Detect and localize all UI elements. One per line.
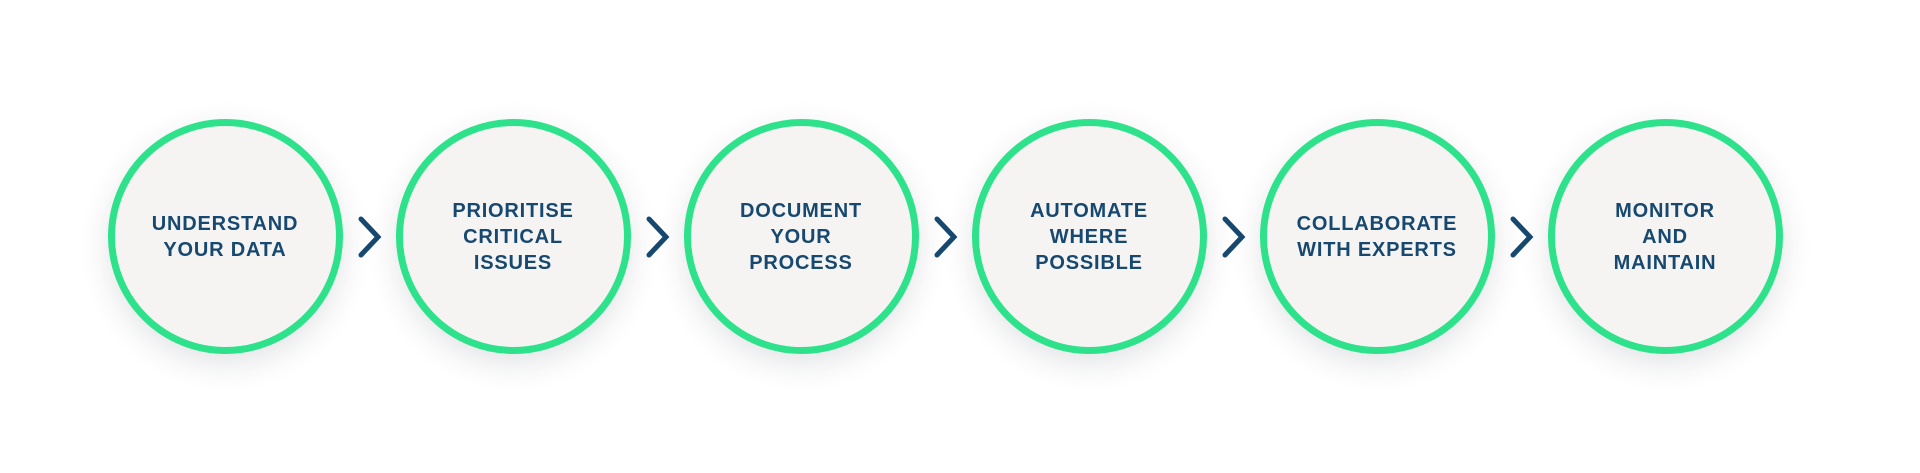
chevron-right-icon [343, 214, 396, 260]
process-step-label: DOCUMENT YOUR PROCESS [740, 199, 862, 274]
process-step-3: DOCUMENT YOUR PROCESS [683, 119, 919, 354]
chevron-right-icon [1207, 214, 1260, 260]
chevron-right-icon [1495, 214, 1548, 260]
process-flow-row: UNDERSTAND YOUR DATA PRIORITISE CRITICAL… [107, 119, 1783, 354]
process-step-label: AUTOMATE WHERE POSSIBLE [1030, 199, 1148, 274]
process-step-1: UNDERSTAND YOUR DATA [107, 119, 343, 354]
process-step-label: COLLABORATE WITH EXPERTS [1296, 212, 1458, 261]
process-step-6: MONITOR AND MAINTAIN [1547, 119, 1783, 354]
chevron-right-icon [919, 214, 972, 260]
process-step-label: PRIORITISE CRITICAL ISSUES [452, 199, 574, 274]
process-step-5: COLLABORATE WITH EXPERTS [1259, 119, 1495, 354]
process-step-label: MONITOR AND MAINTAIN [1613, 199, 1717, 274]
process-step-4: AUTOMATE WHERE POSSIBLE [971, 119, 1207, 354]
chevron-right-icon [631, 214, 684, 260]
process-step-label: UNDERSTAND YOUR DATA [151, 212, 299, 261]
process-step-2: PRIORITISE CRITICAL ISSUES [395, 119, 631, 354]
